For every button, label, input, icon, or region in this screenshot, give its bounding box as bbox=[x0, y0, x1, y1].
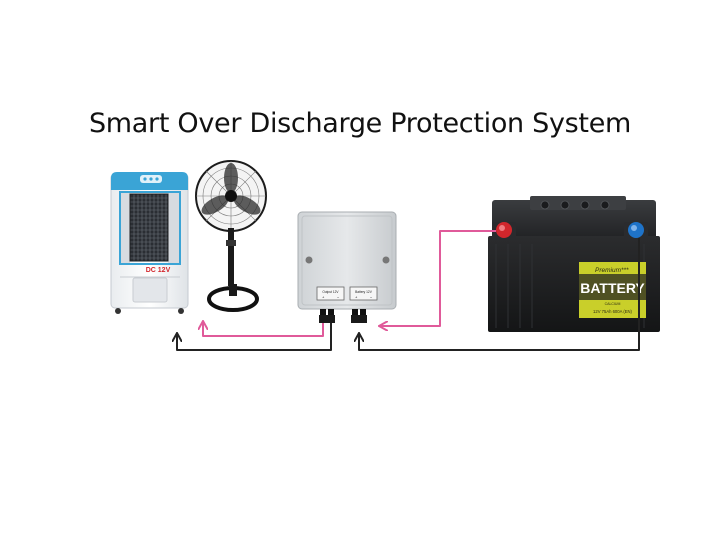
pedestal-fan bbox=[195, 160, 267, 312]
svg-text:+: + bbox=[355, 295, 358, 300]
battery-premium-label: Premium*** bbox=[595, 267, 629, 274]
screw-icon bbox=[305, 256, 313, 264]
svg-text:−: − bbox=[370, 295, 373, 300]
air-cooler: DC 12V bbox=[110, 172, 189, 314]
protection-controller: Output 12V Battery 12V + − + − bbox=[297, 211, 397, 323]
controller-battery-label: Battery 12V bbox=[355, 290, 373, 294]
negative-wire-controller-to-load bbox=[177, 323, 332, 351]
screw-icon bbox=[382, 256, 390, 264]
battery-brand-label: BATTERY bbox=[580, 280, 645, 296]
negative-wire-battery-to-controller bbox=[359, 238, 640, 351]
positive-wire-battery-to-controller bbox=[380, 230, 496, 326]
negative-terminal-icon bbox=[624, 222, 648, 240]
cooler-badge: DC 12V bbox=[146, 267, 171, 274]
svg-text:−: − bbox=[337, 295, 340, 300]
battery-spec-label: 12V 75Ah 600A (EN) bbox=[593, 309, 632, 314]
positive-wire-controller-to-load bbox=[203, 322, 324, 337]
car-battery: Premium*** BATTERY CALCIUM 12V 75Ah 600A… bbox=[488, 196, 660, 332]
positive-terminal-icon bbox=[492, 222, 516, 240]
controller-output-label: Output 12V bbox=[322, 290, 339, 294]
slide-title: Smart Over Discharge Protection System bbox=[88, 108, 632, 139]
svg-text:+: + bbox=[322, 295, 325, 300]
battery-sub-label: CALCIUM bbox=[605, 302, 621, 306]
